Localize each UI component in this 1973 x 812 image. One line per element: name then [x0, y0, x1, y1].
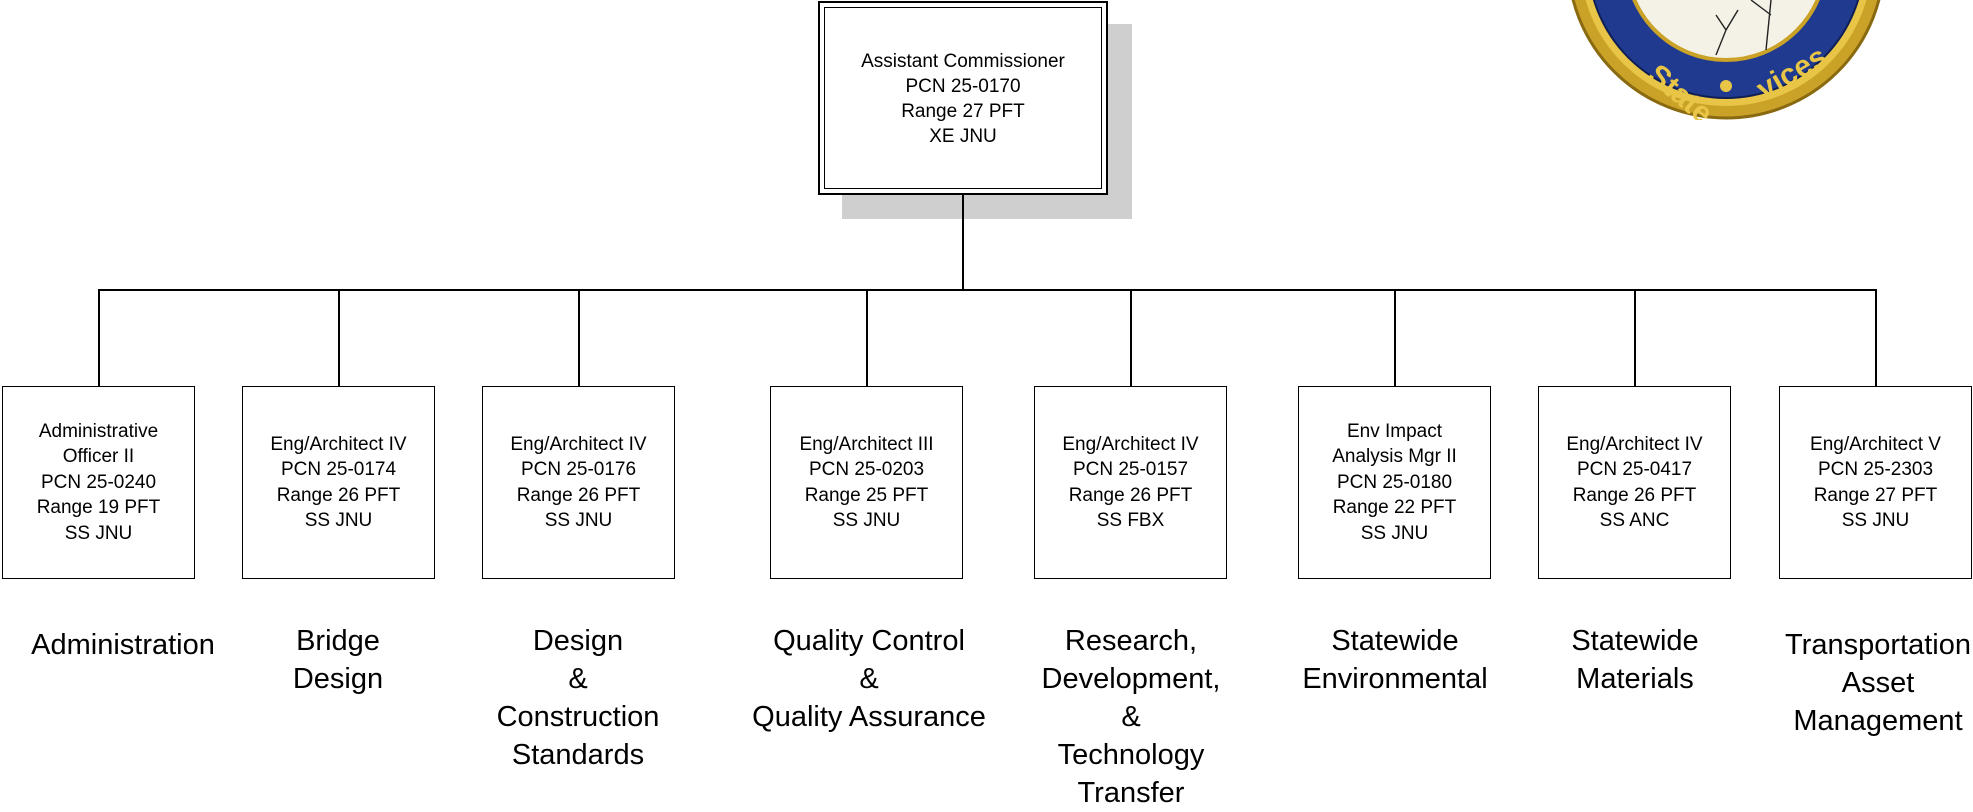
horizontal-bus	[98, 289, 1876, 291]
drop-line	[1130, 289, 1132, 386]
drop-line	[1394, 289, 1396, 386]
section-label-line: Development,	[1041, 663, 1221, 695]
section-label-line: Standards	[511, 739, 645, 771]
position-pcn: PCN 25-0417	[1576, 459, 1693, 480]
section-label-line: Materials	[1576, 663, 1694, 695]
section-label-line: Design	[292, 663, 384, 695]
section-label-line: Administration	[31, 629, 215, 661]
position-location: SS JNU	[1841, 510, 1910, 531]
position-title: Eng/Architect IV	[1566, 433, 1703, 455]
position-range: Range 26 PFT	[1572, 484, 1697, 506]
tree-icon	[1715, 0, 1772, 56]
position-range: Range 22 PFT	[1332, 497, 1457, 519]
section-label-environmental: Statewide Environmental	[1302, 622, 1487, 698]
drop-line	[98, 289, 100, 386]
state-seal: State vices	[1571, 0, 1881, 120]
root-range: Range 27 PFT	[901, 101, 1025, 122]
section-label-administration: Administration	[31, 626, 215, 664]
section-label-line: &	[568, 663, 588, 695]
root-pcn: PCN 25-0170	[905, 76, 1021, 97]
section-label-line: Environmental	[1302, 663, 1488, 695]
position-title: Administrative	[38, 420, 159, 442]
position-pcn: PCN 25-0240	[40, 471, 157, 493]
section-label-line: Quality Assurance	[752, 701, 986, 733]
position-pcn: PCN 25-0176	[520, 459, 637, 480]
position-title: Eng/Architect IV	[270, 433, 407, 455]
section-label-line: Design	[532, 625, 624, 657]
position-box-design-construction-standards: Eng/Architect IV PCN 25-0176 Range 26 PF…	[482, 386, 675, 579]
position-title: Eng/Architect V	[1810, 433, 1941, 455]
position-range: Range 19 PFT	[36, 497, 161, 519]
position-title: Env Impact	[1346, 420, 1443, 442]
section-label-line: Transportation	[1785, 629, 1971, 661]
section-label-materials: Statewide Materials	[1571, 622, 1698, 698]
section-label-line: &	[1121, 701, 1141, 733]
section-label-bridge-design: Bridge Design	[293, 622, 383, 698]
root-title: Assistant Commissioner	[861, 51, 1065, 72]
position-location: SS JNU	[64, 522, 133, 544]
section-label-line: Construction	[496, 701, 660, 733]
section-label-asset-management: Transportation Asset Management	[1785, 626, 1971, 740]
position-box-asset-management: Eng/Architect V PCN 25-2303 Range 27 PFT…	[1779, 386, 1972, 579]
position-location: SS ANC	[1599, 510, 1670, 531]
section-label-line: Technology	[1057, 739, 1205, 771]
position-box-environmental: Env Impact Analysis Mgr II PCN 25-0180 R…	[1298, 386, 1491, 579]
section-label-line: Asset	[1841, 667, 1915, 699]
root-box-inner-border	[824, 7, 1102, 189]
position-pcn: PCN 25-0174	[280, 459, 397, 480]
position-location: SS JNU	[544, 510, 613, 531]
position-title: Analysis Mgr II	[1332, 446, 1457, 468]
root-position-box: Assistant Commissioner PCN 25-0170 Range…	[818, 1, 1108, 195]
drop-line	[1634, 289, 1636, 386]
position-range: Range 26 PFT	[516, 484, 641, 506]
root-position-text: Assistant Commissioner PCN 25-0170 Range…	[820, 49, 1106, 149]
position-pcn: PCN 25-0157	[1072, 459, 1189, 480]
section-label-line: Research,	[1064, 625, 1198, 657]
position-location: SS JNU	[832, 510, 901, 531]
drop-line	[866, 289, 868, 386]
position-pcn: PCN 25-2303	[1817, 459, 1934, 480]
section-label-line: Transfer	[1077, 777, 1185, 809]
drop-line	[1875, 289, 1877, 386]
root-location: XE JNU	[929, 126, 997, 147]
position-location: SS FBX	[1096, 510, 1165, 531]
position-range: Range 26 PFT	[276, 484, 401, 506]
section-label-quality: Quality Control & Quality Assurance	[752, 622, 986, 736]
section-label-research: Research, Development, & Technology Tran…	[1042, 622, 1221, 812]
section-label-line: &	[859, 663, 879, 695]
section-label-line: Statewide	[1331, 625, 1459, 657]
position-range: Range 27 PFT	[1813, 484, 1938, 506]
root-connector	[962, 195, 964, 290]
position-location: SS JNU	[1360, 522, 1429, 544]
drop-line	[578, 289, 580, 386]
position-pcn: PCN 25-0180	[1336, 471, 1453, 493]
position-title: Eng/Architect III	[799, 433, 934, 455]
position-box-quality: Eng/Architect III PCN 25-0203 Range 25 P…	[770, 386, 963, 579]
section-label-design-construction-standards: Design & Construction Standards	[497, 622, 660, 774]
section-label-line: Bridge	[296, 625, 380, 657]
position-range: Range 26 PFT	[1068, 484, 1193, 506]
section-label-line: Statewide	[1571, 625, 1699, 657]
position-title: Eng/Architect IV	[1062, 433, 1199, 455]
position-box-bridge-design: Eng/Architect IV PCN 25-0174 Range 26 PF…	[242, 386, 435, 579]
position-box-administration: Administrative Officer II PCN 25-0240 Ra…	[2, 386, 195, 579]
position-title: Officer II	[62, 446, 135, 468]
position-location: SS JNU	[304, 510, 373, 531]
position-box-research: Eng/Architect IV PCN 25-0157 Range 26 PF…	[1034, 386, 1227, 579]
drop-line	[338, 289, 340, 386]
section-label-line: Management	[1793, 705, 1963, 737]
position-box-materials: Eng/Architect IV PCN 25-0417 Range 26 PF…	[1538, 386, 1731, 579]
seal-dot	[1720, 80, 1732, 92]
position-pcn: PCN 25-0203	[808, 459, 925, 480]
position-range: Range 25 PFT	[804, 484, 929, 506]
section-label-line: Quality Control	[773, 625, 965, 657]
position-title: Eng/Architect IV	[510, 433, 647, 455]
